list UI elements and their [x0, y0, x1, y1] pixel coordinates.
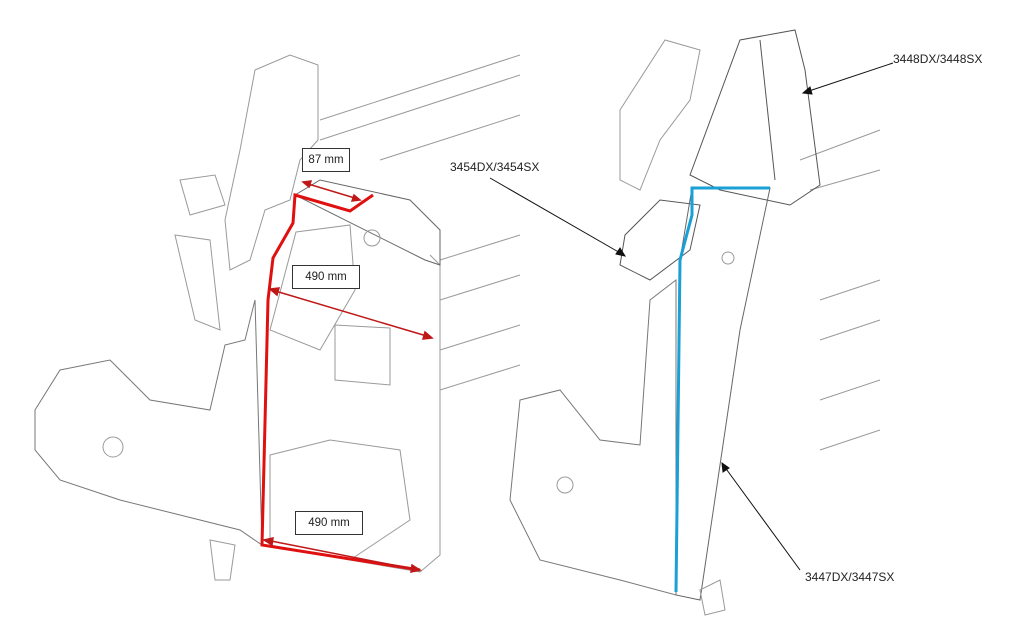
dimension-label-490mm-top: 490 mm — [292, 265, 360, 289]
callout-3447: 3447DX/3447SX — [805, 570, 895, 584]
callout-leaders — [489, 62, 894, 571]
right-frame — [509, 29, 881, 616]
blue-outline — [674, 186, 770, 593]
dimension-label-490mm-bottom: 490 mm — [295, 511, 363, 535]
callout-3454: 3454DX/3454SX — [450, 160, 540, 174]
red-outline — [260, 193, 421, 572]
dimension-label-87mm: 87 mm — [302, 148, 350, 172]
callout-3448: 3448DX/3448SX — [893, 52, 983, 66]
dimension-arrows — [262, 180, 434, 573]
left-frame — [34, 54, 521, 581]
